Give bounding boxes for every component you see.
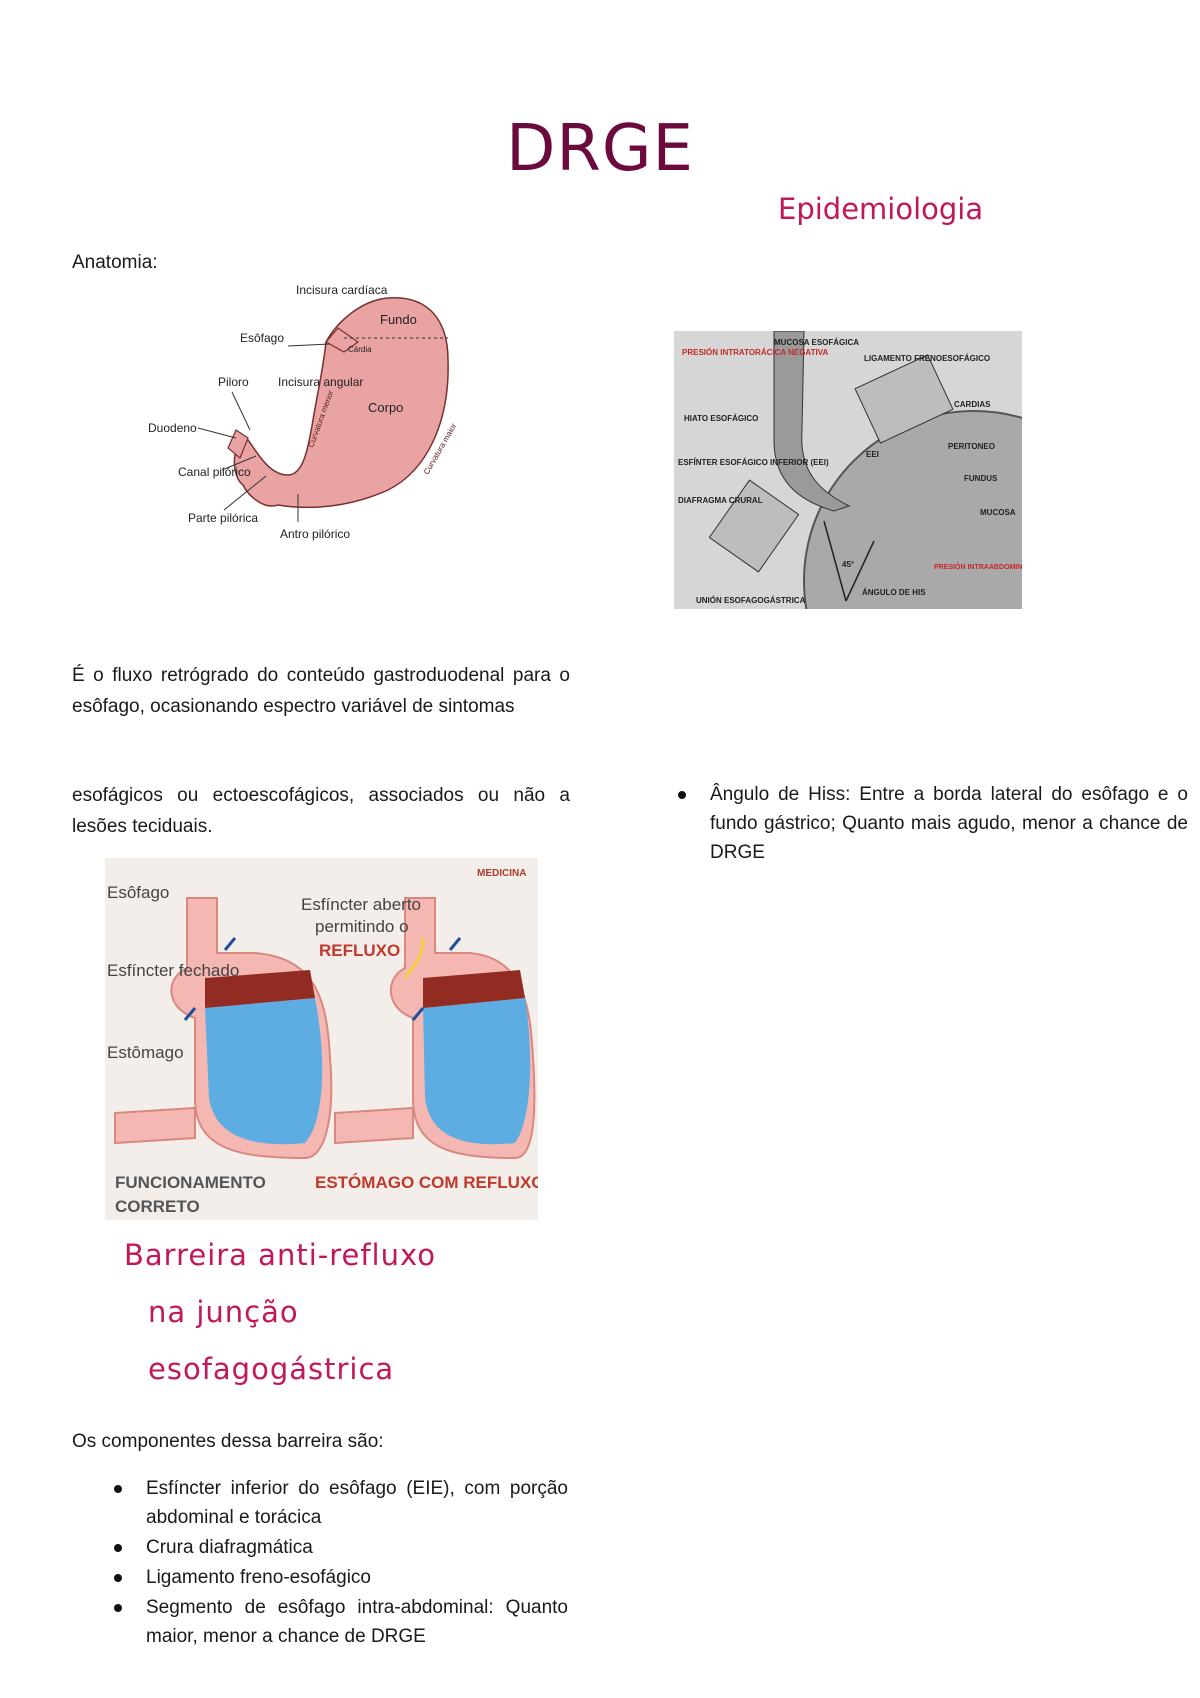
label-estomago: Estômago xyxy=(107,1043,184,1062)
left-stomach-fluid xyxy=(205,998,323,1145)
label-parte-pilorica: Parte pilórica xyxy=(188,511,258,525)
label-permitindo: permitindo o xyxy=(315,917,409,936)
pointer-line xyxy=(223,475,267,511)
list-item: Ligamento freno-esofágico xyxy=(114,1563,568,1592)
label-union: UNIÓN ESOFAGOGÁSTRICA xyxy=(696,596,806,605)
esophagus-shape xyxy=(325,327,360,353)
cross-section-bottom xyxy=(708,479,800,573)
pressure-arrow xyxy=(223,937,237,951)
reflux-arrow xyxy=(403,937,425,979)
label-canal-pilorico: Canal pilórico xyxy=(178,465,251,479)
definition-paragraph-2: esofágicos ou ectoescofágicos, associado… xyxy=(72,785,570,837)
label-peritoneo: PERITONEO xyxy=(948,442,995,451)
definition-paragraph-1: É o fluxo retrógrado do conteúdo gastrod… xyxy=(72,665,570,717)
label-presion-intraabdominal: PRESIÓN INTRAABDOMINAL POSITIVA xyxy=(934,562,1022,571)
cross-section-top xyxy=(854,354,954,444)
label-estomago-refluxo: ESTÓMAGO COM REFLUXO xyxy=(315,1173,538,1192)
barrier-heading-line1: Barreira anti-refluxo xyxy=(124,1238,437,1272)
pointer-line xyxy=(221,455,257,471)
junction-svg: PRESIÓN INTRATORÁCICA NEGATIVA MUCOSA ES… xyxy=(674,331,1022,609)
label-duodeno: Duodeno xyxy=(148,421,197,435)
stomach-anatomy-svg: Incisura cardíaca Fundo Esôfago Cárdia P… xyxy=(148,283,459,541)
list-item: Segmento de esôfago intra-abdominal: Qua… xyxy=(114,1593,568,1651)
label-corpo: Corpo xyxy=(368,400,403,415)
right-bullet-list: Ângulo de Hiss: Entre a borda lateral do… xyxy=(676,780,1188,868)
components-intro: Os componentes dessa barreira são: xyxy=(72,1431,384,1452)
left-duodenum xyxy=(114,1106,196,1145)
list-item: Ângulo de Hiss: Entre a borda lateral do… xyxy=(678,780,1188,867)
stomach-fundus-shape xyxy=(803,410,1022,609)
label-mucosa: MUCOSA xyxy=(980,508,1016,517)
reflux-svg: Esôfago Esfíncter fechado Estômago Esfín… xyxy=(105,858,538,1220)
angle-line xyxy=(823,520,847,602)
label-ligamento: LIGAMENTO FRENOESOFÁGICO xyxy=(864,354,990,363)
label-incisura-cardiaca: Incisura cardíaca xyxy=(296,283,388,297)
label-esofago: Esôfago xyxy=(240,331,284,345)
label-funcionamento: FUNCIONAMENTO xyxy=(115,1173,266,1192)
esophagus-tube xyxy=(773,331,851,512)
stomach-shape xyxy=(233,297,449,509)
barrier-heading-line2: na junção xyxy=(148,1295,299,1329)
label-fundo: Fundo xyxy=(380,312,417,327)
label-esfincter-fechado: Esfíncter fechado xyxy=(107,961,239,980)
epidemiology-heading: Epidemiologia xyxy=(778,192,984,226)
label-antro-pilorico: Antro pilórico xyxy=(280,527,350,541)
angle-line xyxy=(845,540,875,602)
reflux-illustration: Esôfago Esfíncter fechado Estômago Esfín… xyxy=(105,858,538,1220)
label-angle: 45° xyxy=(842,560,854,569)
list-item: Esfíncter inferior do esôfago (EIE), com… xyxy=(114,1474,568,1532)
label-cardia: Cárdia xyxy=(348,345,372,354)
pointer-line xyxy=(231,391,251,431)
pointer-line xyxy=(197,427,237,439)
right-stomach-wall xyxy=(423,970,525,1008)
label-cardias: CARDIAS xyxy=(954,400,991,409)
label-refluxo: REFLUXO xyxy=(319,941,400,960)
barrier-heading-line3: esofagogástrica xyxy=(148,1352,395,1386)
junction-diagram: PRESIÓN INTRATORÁCICA NEGATIVA MUCOSA ES… xyxy=(674,331,1022,609)
pointer-line xyxy=(287,343,331,347)
label-esofago: Esôfago xyxy=(107,883,169,902)
label-incisura-angular: Incisura angular xyxy=(278,375,363,389)
anatomy-label: Anatomia: xyxy=(72,252,158,273)
pressure-arrow xyxy=(183,1007,197,1021)
label-mucosa-esofagica: MUCOSA ESOFÁGICA xyxy=(774,338,859,347)
label-piloro: Piloro xyxy=(218,375,249,389)
components-list: Esfíncter inferior do esôfago (EIE), com… xyxy=(112,1474,568,1652)
page-title: DRGE xyxy=(506,112,694,186)
label-esfincter-aberto: Esfíncter aberto xyxy=(301,895,421,914)
label-esfinter: ESFÍNTER ESOFÁGICO INFERIOR (EEI) xyxy=(678,458,829,467)
label-presion-intratoracica: PRESIÓN INTRATORÁCICA NEGATIVA xyxy=(682,348,828,357)
pressure-arrow xyxy=(448,937,462,951)
right-duodenum xyxy=(334,1106,414,1145)
label-fundus: FUNDUS xyxy=(964,474,998,483)
label-angulo-his: ÁNGULO DE HIS xyxy=(862,588,926,597)
label-hiato: HIATO ESOFÁGICO xyxy=(684,414,758,423)
label-correto: CORRETO xyxy=(115,1197,200,1216)
brand-logo: MEDICINA xyxy=(477,868,526,879)
label-diafragma: DIAFRAGMA CRURAL xyxy=(678,496,763,505)
stomach-anatomy-diagram: Incisura cardíaca Fundo Esôfago Cárdia P… xyxy=(148,280,478,562)
list-item: Crura diafragmática xyxy=(114,1533,568,1562)
pressure-arrow xyxy=(411,1007,425,1021)
left-stomach-wall xyxy=(205,970,315,1008)
label-eei: EEI xyxy=(866,450,879,459)
right-stomach-fluid xyxy=(423,998,531,1145)
